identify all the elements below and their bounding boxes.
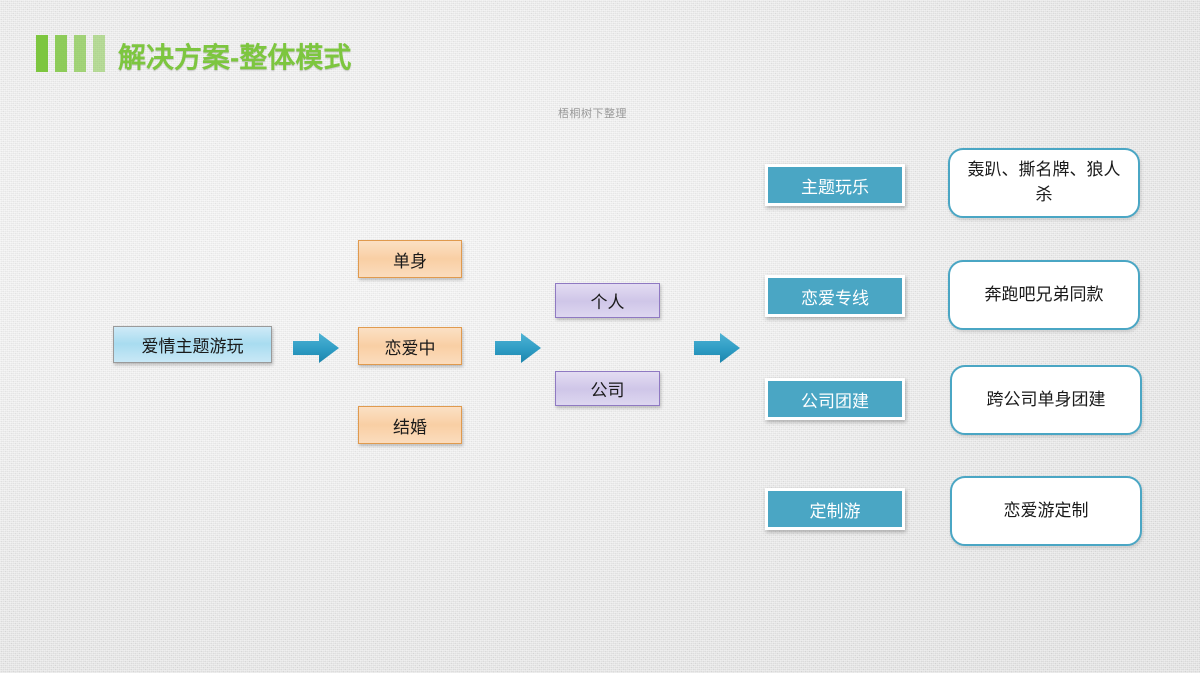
node-status-dating-label: 恋爱中 [384,338,436,358]
watermark-text: 梧桐树下整理 [558,108,627,120]
node-detail-theme-fun[interactable]: 轰趴、撕名牌、狼人杀 [948,148,1140,218]
node-product-team-build[interactable]: 公司团建 [765,378,905,420]
node-product-custom-tour[interactable]: 定制游 [765,488,905,530]
node-subject-company-label: 公司 [590,381,625,400]
node-product-love-line-label: 恋爱专线 [801,288,869,308]
arrow-subject-to-product-icon [693,331,741,365]
node-product-love-line[interactable]: 恋爱专线 [765,275,905,317]
node-detail-love-line[interactable]: 奔跑吧兄弟同款 [948,260,1140,330]
node-status-dating[interactable]: 恋爱中 [358,327,462,365]
node-status-married-label: 结婚 [393,417,427,437]
arrow-status-to-subject-icon [494,331,542,365]
node-detail-team-build[interactable]: 跨公司单身团建 [950,365,1142,435]
node-subject-personal[interactable]: 个人 [555,283,660,318]
arrow-source-to-status-icon [292,331,340,365]
node-status-single-label: 单身 [393,251,427,271]
page-title: 解决方案-整体模式 [118,42,352,73]
title-bars-decoration [36,35,105,72]
node-source-love-theme-tour[interactable]: 爱情主题游玩 [113,326,272,363]
title-bar-4 [93,35,105,72]
node-product-team-build-label: 公司团建 [801,391,869,411]
node-status-married[interactable]: 结婚 [358,406,462,444]
node-detail-custom-tour[interactable]: 恋爱游定制 [950,476,1142,546]
title-bar-2 [55,35,67,72]
node-product-theme-fun[interactable]: 主题玩乐 [765,164,905,206]
node-product-custom-tour-label: 定制游 [809,501,861,521]
node-detail-theme-fun-label: 轰趴、撕名牌、狼人杀 [967,160,1121,204]
title-bar-3 [74,35,86,72]
node-product-theme-fun-label: 主题玩乐 [801,177,869,197]
title-bar-1 [36,35,48,72]
node-detail-love-line-label: 奔跑吧兄弟同款 [984,284,1104,304]
node-detail-custom-tour-label: 恋爱游定制 [1003,500,1089,520]
node-subject-company[interactable]: 公司 [555,371,660,406]
node-status-single[interactable]: 单身 [358,240,462,278]
node-detail-team-build-label: 跨公司单身团建 [986,389,1106,409]
node-subject-personal-label: 个人 [590,293,625,312]
node-source-label: 爱情主题游玩 [141,337,244,356]
